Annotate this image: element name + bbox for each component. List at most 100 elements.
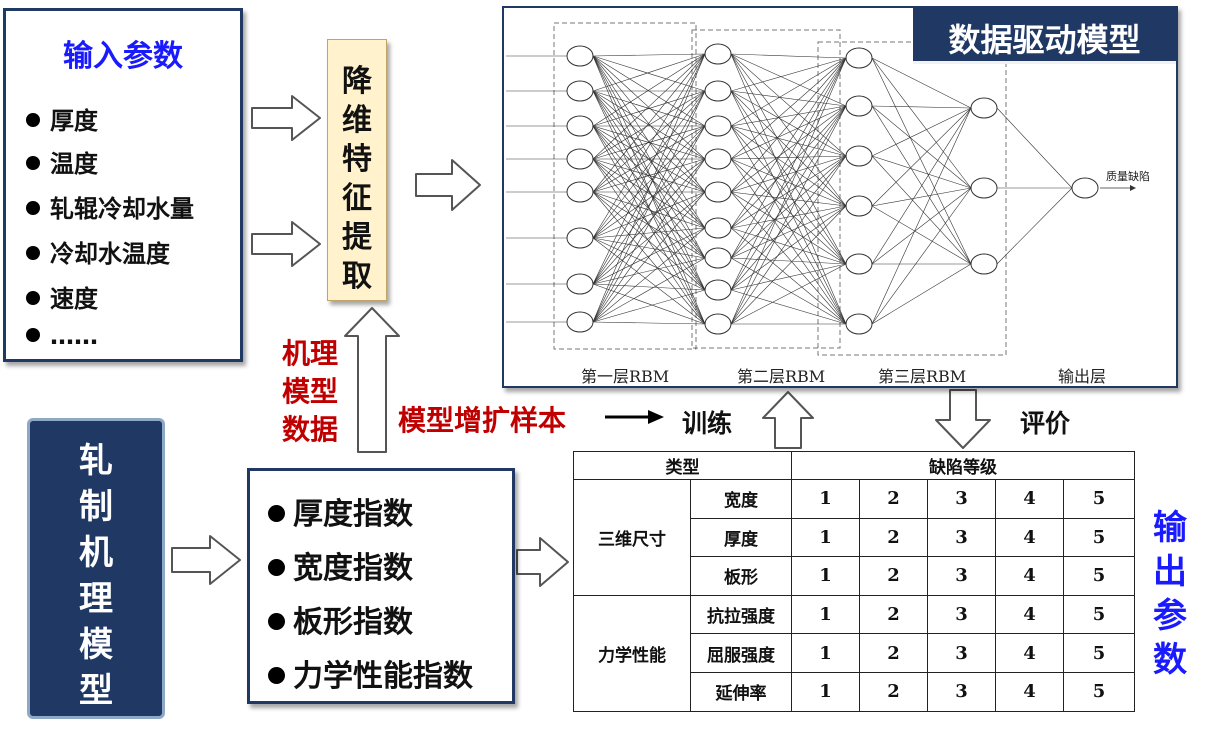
grade-cell: 2 [859, 633, 928, 673]
input-params-box: 输入参数 厚度 温度 轧辊冷却水量 冷却水温度 速度 …… [3, 8, 243, 362]
index-box: 厚度指数 宽度指数 板形指数 力学性能指数 [247, 468, 515, 704]
rbm-layer-2-box [691, 29, 841, 349]
neuron-node [704, 247, 732, 269]
neuron-node [566, 148, 594, 170]
rbm-layer-1-box [553, 22, 697, 350]
bullet-icon [26, 156, 40, 170]
augmented-samples-label: 模型增扩样本 [398, 404, 567, 437]
input-item: 厚度 [26, 101, 98, 136]
layer-label-output: 输出层 [1058, 367, 1107, 386]
grade-cell: 1 [791, 479, 860, 519]
layer-label-rbm2: 第二层RBM [737, 367, 826, 386]
grade-cell: 1 [791, 671, 860, 712]
arrow-right-icon [516, 537, 569, 587]
grade-cell: 5 [1062, 556, 1136, 596]
neuron-node [566, 80, 594, 102]
neuron-node [566, 45, 594, 67]
reduction-char: 维 [342, 103, 372, 138]
grade-cell: 4 [995, 633, 1064, 673]
layer-label-rbm3: 第三层RBM [878, 367, 967, 386]
grade-cell: 2 [859, 556, 928, 596]
neuron-node [704, 148, 732, 170]
bullet-icon [268, 559, 285, 576]
grade-cell: 3 [927, 556, 996, 596]
index-item: 宽度指数 [268, 543, 413, 587]
reduction-char: 特 [342, 142, 372, 177]
neuron-node [845, 47, 873, 69]
input-item: 速度 [26, 279, 98, 314]
neuron-node [845, 253, 873, 275]
train-label: 训练 [682, 409, 733, 438]
bullet-icon [26, 291, 40, 305]
input-item: …… [26, 322, 98, 350]
grade-cell: 4 [995, 479, 1064, 519]
table-header-grade: 缺陷等级 [790, 451, 1136, 480]
bullet-icon [268, 613, 285, 630]
bullet-icon [268, 667, 285, 684]
grade-cell: 1 [791, 594, 860, 635]
neural-network-diagram [506, 22, 1136, 356]
grade-cell: 2 [859, 479, 928, 519]
input-item: 冷却水温度 [26, 234, 170, 269]
neuron-node [845, 145, 873, 167]
table-header-type: 类型 [573, 451, 792, 480]
quality-defect-label: 质量缺陷 [1106, 170, 1150, 183]
grade-cell: 1 [791, 633, 860, 673]
index-item: 力学性能指数 [268, 651, 473, 695]
mechanism-data-label: 机理 模型 数据 [282, 337, 339, 446]
neuron-node [704, 279, 732, 301]
evaluate-label: 评价 [1020, 409, 1071, 438]
grade-cell: 3 [927, 594, 996, 635]
arrow-up-icon [762, 391, 814, 449]
grade-cell: 5 [1062, 633, 1136, 673]
grade-cell: 4 [995, 671, 1064, 712]
output-params-title: 输 出 参 数 [1153, 508, 1187, 680]
rbm-layer-3-box [817, 41, 1007, 356]
grade-cell: 1 [791, 556, 860, 596]
reduction-char: 取 [342, 259, 372, 294]
neuron-node [566, 115, 594, 137]
data-driven-model-title-box: 数据驱动模型 [913, 6, 1176, 64]
grade-cell: 4 [995, 594, 1064, 635]
grade-cell: 1 [791, 517, 860, 558]
grade-cell: 3 [927, 517, 996, 558]
grade-cell: 4 [995, 556, 1064, 596]
neuron-node [845, 195, 873, 217]
table-row-label: 厚度 [690, 517, 792, 558]
layer-label-rbm1: 第一层RBM [581, 367, 670, 386]
reduction-char: 提 [342, 220, 372, 255]
bullet-icon [26, 328, 40, 342]
bullet-icon [26, 201, 40, 215]
neuron-node [970, 253, 998, 275]
grade-cell: 2 [859, 594, 928, 635]
input-params-title: 输入参数 [63, 39, 183, 74]
table-row-label: 延伸率 [690, 671, 792, 712]
neuron-node [566, 181, 594, 203]
grade-cell: 3 [927, 633, 996, 673]
rolling-mechanism-model-box: 轧 制 机 理 模 型 [27, 418, 165, 719]
bullet-icon [26, 246, 40, 260]
index-item: 板形指数 [268, 597, 413, 641]
table-group-cell: 三维尺寸 [573, 479, 691, 596]
arrow-down-icon [935, 389, 991, 449]
neuron-node [704, 181, 732, 203]
bullet-icon [268, 505, 285, 522]
grade-cell: 5 [1062, 671, 1136, 712]
neuron-node [845, 313, 873, 335]
grade-cell: 5 [1062, 594, 1136, 635]
neuron-node [704, 313, 732, 335]
table-header-row: 类型 缺陷等级 [573, 451, 1136, 480]
table-row-label: 板形 [690, 556, 792, 596]
grade-cell: 5 [1062, 517, 1136, 558]
table-row-label: 抗拉强度 [690, 594, 792, 635]
neuron-node [970, 177, 998, 199]
neuron-node [970, 97, 998, 119]
neuron-node [566, 311, 594, 333]
neuron-node [845, 95, 873, 117]
